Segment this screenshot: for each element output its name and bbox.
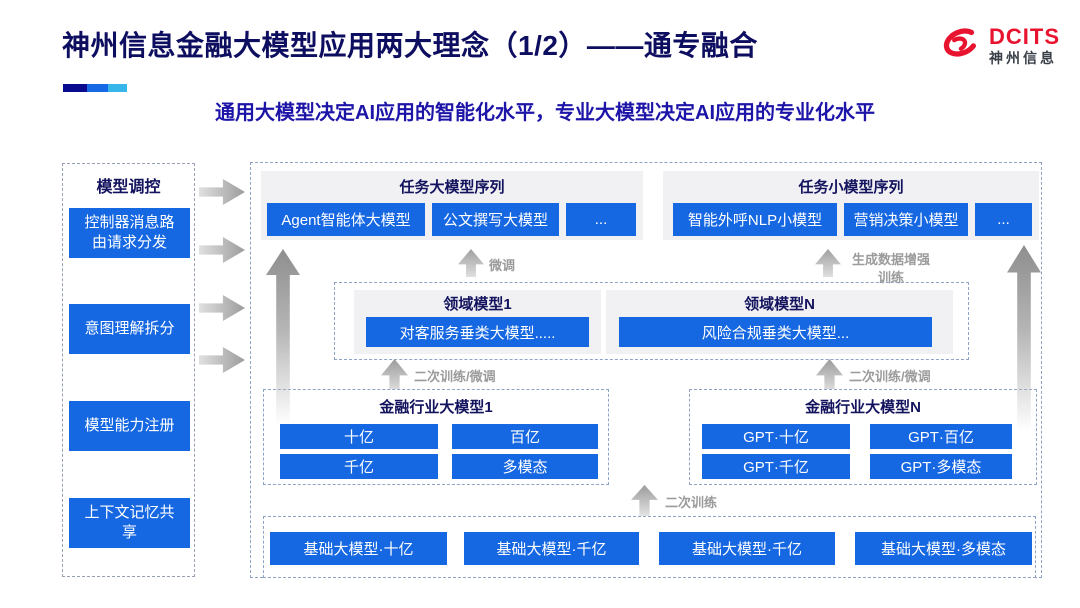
right-arrow-icon — [199, 237, 245, 263]
model-box-1b: 十亿 — [280, 424, 438, 449]
dcits-logo: DCITS 神州信息 — [936, 20, 1060, 71]
domain-model-1-panel: 领域模型1 对客服务垂类大模型..... — [354, 290, 601, 354]
augment-train-label: 生成数据增强 训练 — [843, 251, 939, 286]
right-arrow-icon — [199, 179, 245, 205]
domain-model-n-panel: 领域模型N 风险合规垂类大模型... — [606, 290, 953, 354]
model-box-100b: 千亿 — [280, 454, 438, 479]
sidebar-title: 模型调控 — [96, 179, 161, 196]
sidebar-item-capability-register: 模型能力注册 — [69, 401, 190, 451]
finetune-label: 微调 — [489, 258, 516, 273]
model-box-base-1b: 基础大模型·十亿 — [270, 532, 447, 565]
model-box-gpt-100b: GPT·千亿 — [702, 454, 850, 479]
model-box-gpt-1b: GPT·十亿 — [702, 424, 850, 449]
sidebar-item-context-memory: 上下文记忆共享 — [69, 498, 190, 548]
panel-title: 领域模型1 — [443, 296, 512, 313]
right-arrow-icon — [199, 295, 245, 321]
finance-industry-model-n-box: 金融行业大模型N GPT·十亿 GPT·百亿 GPT·千亿 GPT·多模态 — [689, 389, 1037, 485]
logo-brand: DCITS — [989, 24, 1060, 50]
model-control-sidebar: 模型调控 控制器消息路由请求分发 意图理解拆分 模型能力注册 上下文记忆共享 — [62, 163, 195, 577]
model-box-multimodal: 多模态 — [452, 454, 598, 479]
logo-brand-cn: 神州信息 — [989, 50, 1057, 67]
model-box-base-100b: 基础大模型·千亿 — [464, 532, 639, 565]
model-box-marketing-decision: 营销决策小模型 — [844, 203, 968, 236]
right-arrow-icon — [199, 347, 245, 373]
retrain-finetune-label: 二次训练/微调 — [849, 369, 931, 384]
base-models-box: 基础大模型·十亿 基础大模型·千亿 基础大模型·千亿 基础大模型·多模态 — [263, 516, 1036, 578]
model-box-base-multimodal: 基础大模型·多模态 — [855, 532, 1032, 565]
task-large-model-panel: 任务大模型序列 Agent智能体大模型 公文撰写大模型 ... — [261, 171, 643, 240]
model-stack-diagram: 任务大模型序列 Agent智能体大模型 公文撰写大模型 ... 任务小模型序列 … — [250, 162, 1042, 578]
panel-title: 领域模型N — [744, 296, 815, 313]
sidebar-item-intent-split: 意图理解拆分 — [69, 304, 190, 354]
up-arrow-icon — [381, 359, 408, 393]
sidebar-item-router-dispatch: 控制器消息路由请求分发 — [69, 208, 190, 258]
panel-title: 任务小模型序列 — [798, 179, 904, 196]
dcits-swirl-icon — [936, 20, 982, 71]
model-box-10b: 百亿 — [452, 424, 598, 449]
model-box-gpt-multimodal: GPT·多模态 — [870, 454, 1012, 479]
up-arrow-icon — [631, 485, 658, 516]
model-box-base-100b: 基础大模型·千亿 — [659, 532, 835, 565]
domain-models-group: 领域模型1 对客服务垂类大模型..... 领域模型N 风险合规垂类大模型... — [334, 282, 969, 360]
accent-segment-blue — [87, 84, 108, 92]
up-arrow-icon — [458, 249, 484, 277]
up-arrow-icon — [816, 359, 843, 393]
model-box-customer-service: 对客服务垂类大模型..... — [366, 317, 589, 347]
task-small-model-panel: 任务小模型序列 智能外呼NLP小模型 营销决策小模型 ... — [663, 171, 1039, 240]
subtitle: 通用大模型决定AI应用的智能化水平，专业大模型决定AI应用的专业化水平 — [215, 102, 875, 124]
finance-industry-model-1-box: 金融行业大模型1 十亿 百亿 千亿 多模态 — [263, 389, 609, 485]
model-box-gpt-10b: GPT·百亿 — [870, 424, 1012, 449]
model-box-ellipsis: ... — [975, 203, 1032, 236]
accent-segment-cyan — [108, 84, 127, 92]
page-title: 神州信息金融大模型应用两大理念（1/2）——通专融合 — [62, 30, 758, 61]
panel-title: 任务大模型序列 — [399, 179, 505, 196]
augment-train-line1: 生成数据增强 — [851, 252, 930, 267]
model-box-agent: Agent智能体大模型 — [267, 203, 425, 236]
accent-segment-navy — [63, 84, 87, 92]
panel-title: 金融行业大模型N — [805, 399, 921, 416]
model-box-outbound-nlp: 智能外呼NLP小模型 — [673, 203, 837, 236]
retrain-label: 二次训练 — [665, 495, 718, 510]
model-box-ellipsis: ... — [566, 203, 636, 236]
panel-title: 金融行业大模型1 — [379, 399, 493, 416]
title-accent-bar — [63, 84, 127, 92]
logo-text: DCITS 神州信息 — [989, 25, 1060, 66]
model-box-document-writing: 公文撰写大模型 — [432, 203, 559, 236]
augment-train-line2: 训练 — [877, 269, 904, 285]
retrain-finetune-label: 二次训练/微调 — [414, 369, 496, 384]
model-box-risk-compliance: 风险合规垂类大模型... — [619, 317, 932, 347]
up-arrow-icon — [815, 249, 841, 277]
